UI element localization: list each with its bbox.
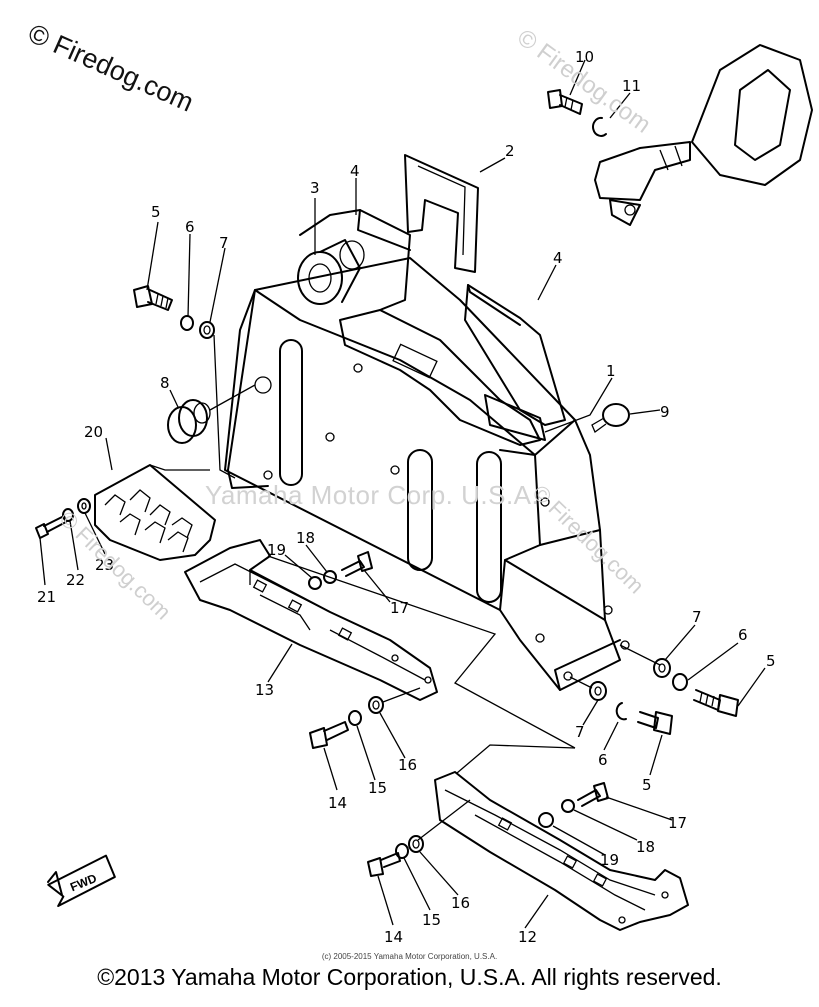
callout-21: 21 (37, 588, 56, 606)
callout-12: 12 (518, 928, 537, 946)
fwd-arrow-icon: FWD (47, 854, 116, 908)
part-2-plate (404, 154, 479, 273)
watermark-center: Yamaha Motor Corp. U.S.A. (205, 480, 540, 510)
callout-numbers: 1 2 3 4 4 5 6 7 8 9 10 11 20 21 22 23 13… (37, 48, 776, 946)
small-credit: (c) 2005-2015 Yamaha Motor Corporation, … (321, 952, 498, 961)
callout-7c: 7 (575, 723, 585, 741)
callout-23: 23 (95, 556, 114, 574)
tiller-handle (594, 44, 813, 226)
screw-21-washers (35, 498, 91, 539)
copyright-footer: ©2013 Yamaha Motor Corporation, U.S.A. A… (97, 964, 722, 990)
callout-5c: 5 (642, 776, 652, 794)
callout-18b: 18 (636, 838, 655, 856)
callout-9: 9 (660, 403, 670, 421)
bolt-5-upper-left (133, 285, 236, 479)
part-13-rail (184, 539, 576, 749)
bolt-14-upper (309, 687, 421, 749)
callout-5a: 5 (151, 203, 161, 221)
callout-2: 2 (505, 142, 515, 160)
callout-6c: 6 (598, 751, 608, 769)
callout-11: 11 (622, 77, 641, 95)
callout-5b: 5 (766, 652, 776, 670)
fwd-label: FWD (68, 871, 99, 894)
part-9-bolt (591, 403, 630, 434)
callout-16a: 16 (398, 756, 417, 774)
callout-10: 10 (575, 48, 594, 66)
bolt-10-clip-11 (547, 89, 607, 137)
callout-16b: 16 (451, 894, 470, 912)
part-3-bushing (297, 239, 365, 305)
callout-7a: 7 (219, 234, 229, 252)
callout-4a: 4 (350, 162, 360, 180)
callout-17b: 17 (668, 814, 687, 832)
part-8-grommet (167, 384, 256, 444)
part-12-rail (417, 744, 689, 931)
callout-14b: 14 (384, 928, 403, 946)
callout-14a: 14 (328, 794, 347, 812)
callout-20: 20 (84, 423, 103, 441)
bolt-17-upper (308, 551, 373, 590)
callout-19b: 19 (600, 851, 619, 869)
callout-4b: 4 (553, 249, 563, 267)
part-20-stop-plate (94, 464, 216, 561)
callout-18a: 18 (296, 529, 315, 547)
upper-housing (299, 209, 566, 446)
callout-22: 22 (66, 571, 85, 589)
bolts-right-5-6-7 (569, 644, 739, 735)
bolt-14-lower (367, 835, 424, 877)
callout-leaders (39, 59, 766, 929)
main-bracket (224, 257, 630, 691)
callout-15a: 15 (368, 779, 387, 797)
bolt-17-lower (538, 782, 609, 828)
callout-6b: 6 (738, 626, 748, 644)
callout-15b: 15 (422, 911, 441, 929)
callout-7b: 7 (692, 608, 702, 626)
callout-19a: 19 (267, 541, 286, 559)
callout-1: 1 (606, 362, 616, 380)
callout-13: 13 (255, 681, 274, 699)
callout-17a: 17 (390, 599, 409, 617)
callout-3: 3 (310, 179, 320, 197)
callout-8: 8 (160, 374, 170, 392)
callout-6a: 6 (185, 218, 195, 236)
